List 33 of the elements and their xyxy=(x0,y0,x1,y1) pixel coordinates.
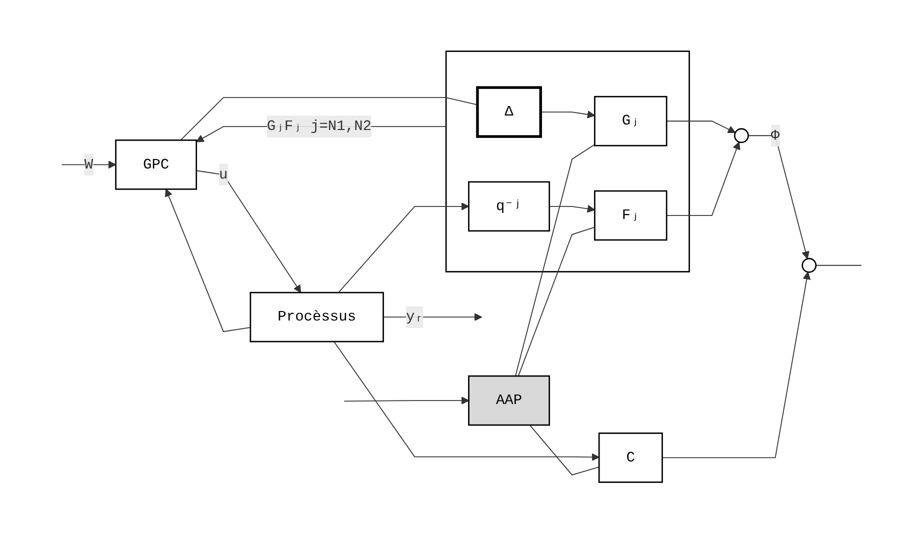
connector xyxy=(529,424,600,476)
arrow xyxy=(334,340,600,461)
edge-label: W xyxy=(84,156,94,173)
connector xyxy=(514,144,596,376)
arrow xyxy=(548,204,596,212)
connector xyxy=(815,264,862,266)
node-box: q⁻ʲ xyxy=(468,180,550,232)
cluster xyxy=(445,50,690,272)
node-box: Δ xyxy=(476,86,542,138)
edge-label: Φ xyxy=(770,127,780,144)
arrow xyxy=(666,120,736,133)
node-box: GPC xyxy=(115,139,198,190)
arrow xyxy=(338,202,470,293)
node-circle xyxy=(802,258,817,273)
arrow xyxy=(344,396,470,404)
arrow xyxy=(662,271,811,458)
node-box: Gⱼ xyxy=(594,96,668,146)
arrow xyxy=(540,110,596,118)
node-box: AAP xyxy=(468,375,550,426)
edge-label: u xyxy=(219,166,228,183)
node-circle xyxy=(734,128,749,143)
connector xyxy=(180,96,478,140)
arrow xyxy=(666,141,740,216)
arrow xyxy=(164,188,251,332)
node-box: Fⱼ xyxy=(594,190,668,240)
arrow xyxy=(196,170,302,293)
edge-label: GⱼFⱼ j=N1,N2 xyxy=(266,118,372,134)
node-box: C xyxy=(598,432,663,483)
node-box: Procèssus xyxy=(250,292,384,342)
edge-label: yᵣ xyxy=(406,308,424,326)
arrow xyxy=(382,312,482,321)
arrow xyxy=(748,134,810,259)
connector xyxy=(518,226,596,376)
